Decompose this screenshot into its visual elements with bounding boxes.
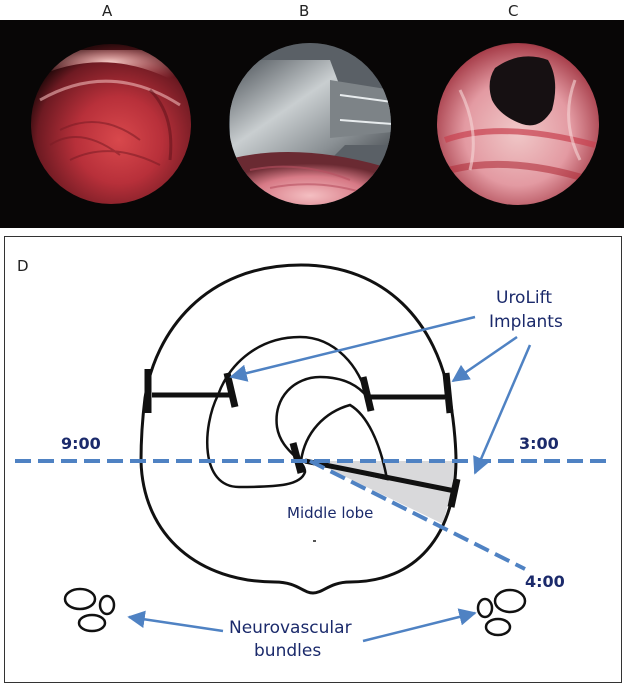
implant-right (359, 372, 454, 414)
arrow-implants-to-right (451, 335, 518, 383)
neurovascular-label-line1: Neurovascular (229, 618, 352, 638)
middle-lobe-outline (299, 403, 389, 481)
panel-label-d: D (17, 257, 29, 275)
endoscopy-photo-strip (0, 20, 624, 228)
arrow-nvb-left (127, 610, 224, 633)
middle-lobe-label: Middle lobe (287, 504, 373, 522)
endoscopy-photo-a (31, 44, 191, 204)
prostate-outline (139, 263, 458, 595)
endoscopy-photo-c (437, 43, 599, 205)
implant-middle-lobe (289, 442, 461, 508)
diagram-panel-d: D 9:00 3:00 4:00 (4, 236, 622, 683)
middle-lobe-shaded-region (313, 461, 456, 524)
neurovascular-label-line2: bundles (254, 641, 321, 661)
oblique-4-oclock-line (309, 459, 526, 571)
clock-label-3: 3:00 (519, 434, 559, 453)
arrow-nvb-right (362, 608, 477, 643)
neurovascular-bundle-left (63, 587, 116, 633)
arrow-implants-to-middle (473, 344, 532, 475)
panel-label-c: C (508, 2, 519, 20)
clock-label-9: 9:00 (61, 434, 101, 453)
panel-label-a: A (102, 2, 113, 20)
clock-label-4: 4:00 (525, 572, 565, 591)
arrow-implants-to-left (229, 315, 476, 382)
endoscopy-photo-b (229, 43, 391, 205)
urolift-label-line2: Implants (489, 312, 563, 332)
urolift-label-line1: UroLift (496, 288, 552, 308)
neurovascular-bundle-right (476, 588, 527, 637)
implant-left (144, 369, 239, 413)
panel-label-b: B (299, 2, 310, 20)
